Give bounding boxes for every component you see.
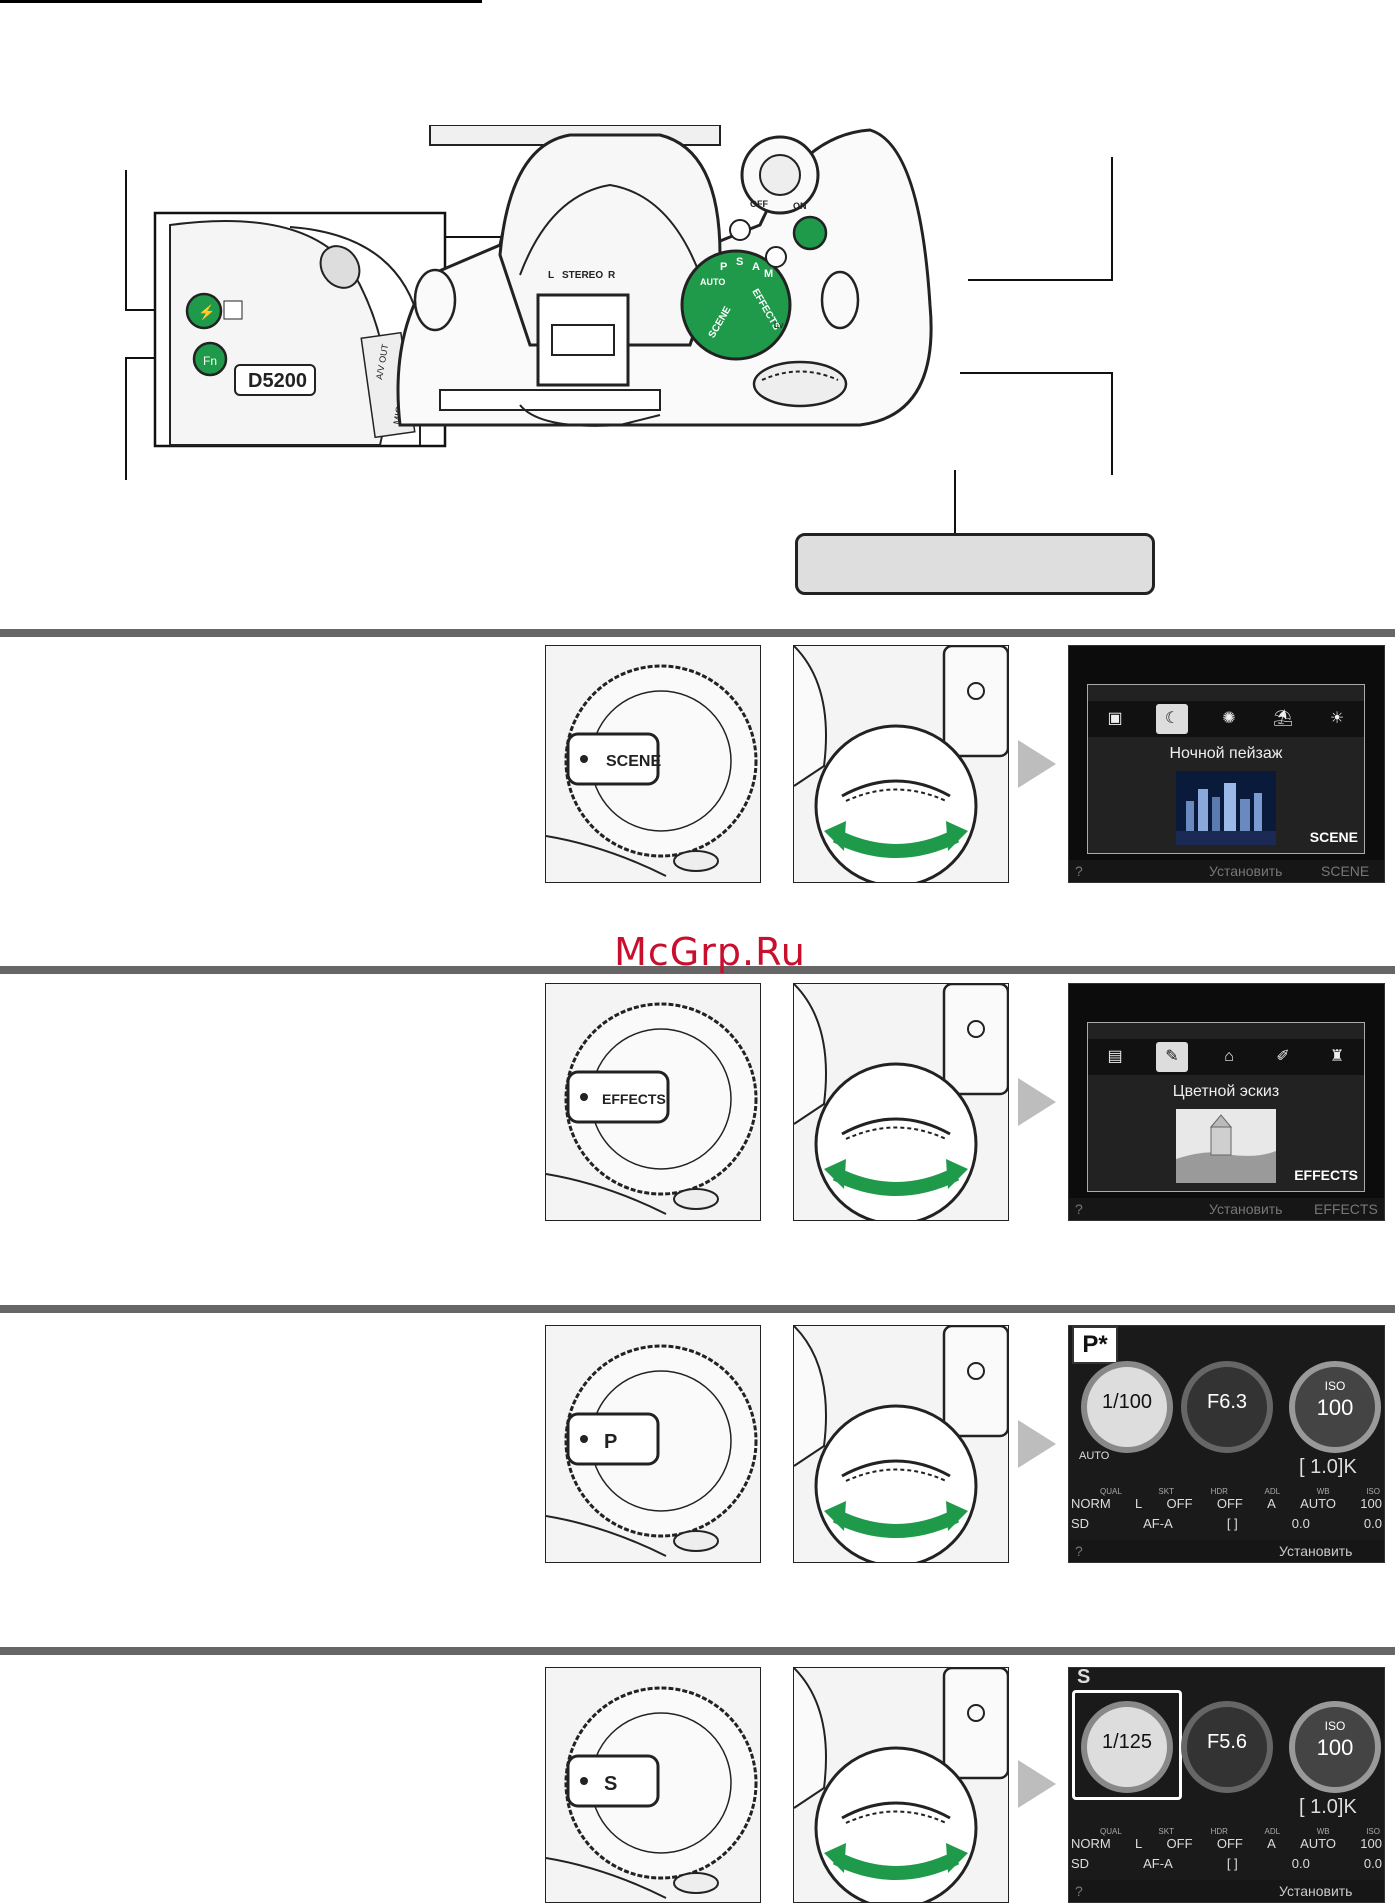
iso-dial: ISO 100 [1289, 1701, 1381, 1793]
iso-dial: ISO 100 [1289, 1361, 1381, 1453]
command-dial-panel [793, 1325, 1009, 1563]
arrow-right-icon [1018, 1760, 1056, 1808]
svg-text:L: L [548, 270, 554, 281]
sunset-icon: ☀ [1329, 710, 1345, 727]
selection-frame [1072, 1690, 1182, 1800]
dial-setting-label: P [604, 1431, 617, 1453]
help-icon: ? [1075, 1883, 1083, 1899]
mode-dial-panel: SCENE [545, 645, 761, 883]
section-separator [0, 1647, 1395, 1655]
svg-text:P: P [720, 261, 727, 273]
aperture-dial: F6.3 [1181, 1361, 1273, 1453]
mode-label: EFFECTS [1294, 1167, 1358, 1183]
command-dial-panel [793, 1667, 1009, 1903]
info-row-2: SD AF-A [ ] 0.0 0.0 [1071, 1856, 1382, 1871]
svg-text:Lv: Lv [774, 320, 784, 330]
selective-color-icon: ✐ [1276, 1048, 1290, 1065]
command-dial-panel [793, 983, 1009, 1221]
help-icon: ? [1075, 1201, 1083, 1217]
svg-text:OFF: OFF [750, 199, 768, 209]
camera-monitor-p-mode: P* 1/100 F6.3 ISO 100 AUTO [ 1.0]K NORM … [1068, 1325, 1385, 1563]
command-dial-panel [793, 645, 1009, 883]
shutter-speed-dial: 1/125 [1081, 1701, 1173, 1793]
svg-text:AUTO: AUTO [700, 277, 725, 287]
svg-text:R: R [608, 270, 616, 281]
watermark: McGrp.Ru [614, 930, 806, 974]
info-row-2: SD AF-A [ ] 0.0 0.0 [1071, 1516, 1382, 1531]
scene-menu: ▣ ☾ ✺ ⛱ ☀ Ночной пейзаж SCENE [1087, 684, 1365, 854]
beach-icon: ⛱ [1272, 710, 1294, 727]
arrow-right-icon [1018, 1420, 1056, 1468]
camera-monitor-scene: ▣ ☾ ✺ ⛱ ☀ Ночной пейзаж SCENE ? Установи… [1068, 645, 1385, 883]
night-vision-icon: ▤ [1107, 1048, 1123, 1065]
dial-setting-label: SCENE [606, 753, 661, 770]
svg-text:⚡: ⚡ [198, 304, 215, 321]
help-icon: ? [1075, 1543, 1083, 1559]
svg-text:STEREO: STEREO [562, 270, 603, 281]
section-separator [0, 1305, 1395, 1313]
svg-text:Fn: Fn [203, 354, 217, 368]
menu-title: Ночной пейзаж [1169, 745, 1283, 762]
dial-setting-label: S [604, 1773, 617, 1795]
menu-title: Цветной эскиз [1172, 1083, 1280, 1100]
bottom-bar: ? Установить SCENE [1069, 860, 1384, 882]
mode-dial-panel: P [545, 1325, 761, 1563]
effects-menu: ▤ ✎ ⌂ ✐ ♜ Цветной эскиз EFFECTS [1087, 1022, 1365, 1192]
color-sketch-thumbnail [1176, 1109, 1276, 1183]
info-row-headers: QUAL SKT HDR ADL WB ISO [1100, 1827, 1380, 1836]
dial-setting-label: EFFECTS [602, 1091, 666, 1107]
help-icon: ? [1075, 863, 1083, 879]
bottom-bar: ? Установить [1069, 1540, 1384, 1562]
mode-badge: P* [1072, 1326, 1118, 1364]
top-rule [0, 0, 482, 3]
night-landscape-icon: ☾ [1156, 704, 1188, 734]
arrow-right-icon [1018, 1078, 1056, 1126]
bottom-bar: ? Установить [1069, 1880, 1384, 1902]
camera-monitor-s-mode: S 1/125 F5.6 ISO 100 [ 1.0]K NORM L OFF … [1068, 1667, 1385, 1903]
exposure-readout: [ 1.0]K [1299, 1796, 1357, 1818]
mode-dial-panel: EFFECTS [545, 983, 761, 1221]
miniature-icon: ⌂ [1224, 1048, 1234, 1065]
info-row-1: NORM L OFF OFF A AUTO 100 [1071, 1836, 1382, 1851]
mode-label: SCENE [1309, 829, 1358, 845]
section-separator [0, 629, 1395, 637]
night-city-thumbnail [1176, 771, 1276, 845]
bottom-bar: ? Установить EFFECTS [1069, 1198, 1384, 1220]
mode-badge: S [1077, 1667, 1091, 1688]
party-icon: ✺ [1222, 710, 1236, 727]
mode-dial-panel: S [545, 1667, 761, 1903]
camera-top-illustration: ⚡ Fn D5200 A/V OUT MIC L STEREO R AUTO P… [125, 125, 1113, 533]
svg-text:S: S [736, 256, 743, 268]
silhouette-icon: ♜ [1329, 1048, 1345, 1065]
section-separator [0, 966, 1395, 974]
svg-text:A: A [752, 261, 760, 273]
arrow-right-icon [1018, 740, 1056, 788]
svg-text:ON: ON [793, 201, 807, 211]
model-label: D5200 [248, 370, 307, 392]
exposure-readout: [ 1.0]K [1299, 1456, 1357, 1478]
callout-command-dial [795, 533, 1155, 595]
color-sketch-icon: ✎ [1156, 1042, 1188, 1072]
info-row-1: NORM L OFF OFF A AUTO 100 [1071, 1496, 1382, 1511]
info-row-headers: QUAL SKT HDR ADL WB ISO [1100, 1487, 1380, 1496]
portrait-icon: ▣ [1107, 710, 1123, 727]
shutter-speed-dial: 1/100 [1081, 1361, 1173, 1453]
camera-monitor-effects: ▤ ✎ ⌂ ✐ ♜ Цветной эскиз EFFECTS ? Устано… [1068, 983, 1385, 1221]
aperture-dial: F5.6 [1181, 1701, 1273, 1793]
svg-text:M: M [764, 268, 773, 280]
